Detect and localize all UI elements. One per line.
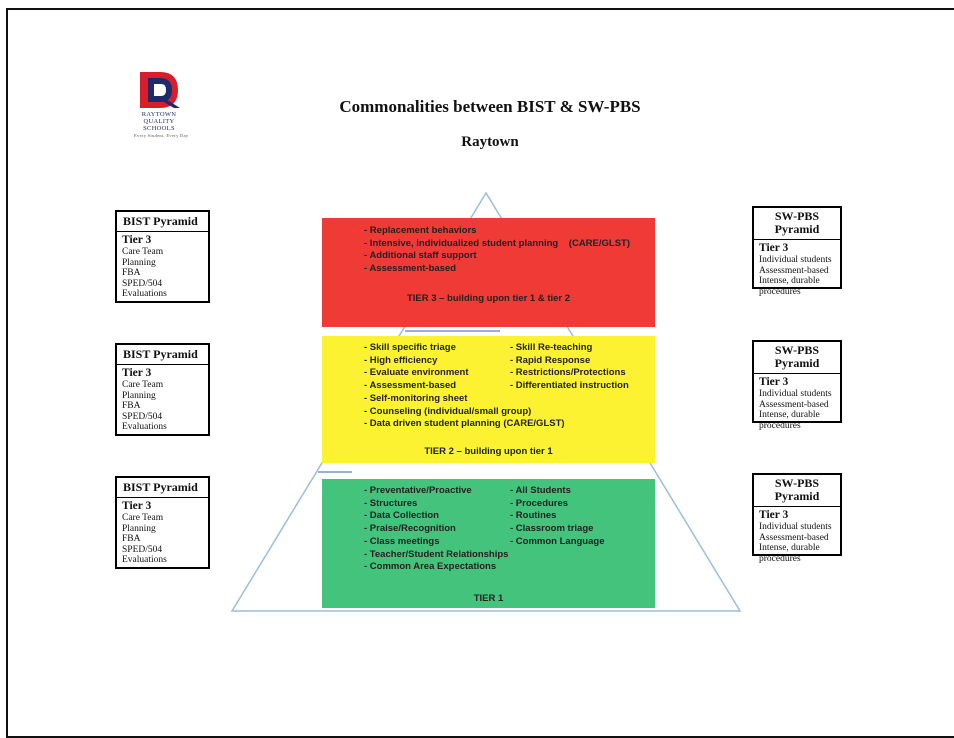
bist-box-line: SPED/504 bbox=[122, 411, 163, 422]
list-item: - Data Collection bbox=[364, 510, 439, 522]
bist-box-tier: Tier 3 bbox=[122, 234, 152, 246]
logo-text: RAYTOWN QUALITY SCHOOLS Every Student, E… bbox=[134, 111, 189, 139]
swpbs-box-line: Intense, durable bbox=[759, 276, 820, 287]
list-item: - Intensive, individualized student plan… bbox=[364, 237, 631, 249]
tier3-list: - Replacement behaviors - Intensive, ind… bbox=[364, 225, 630, 276]
page-subtitle: Raytown bbox=[461, 134, 519, 150]
bist-box-line: Care Team bbox=[122, 247, 164, 257]
list-item: - Common Area Expectations bbox=[364, 561, 497, 573]
bist-box-line: Care Team bbox=[122, 380, 164, 390]
swpbs-box-tier: Tier 3 bbox=[759, 242, 789, 254]
list-item: - Skill specific triage bbox=[364, 342, 456, 353]
tier1-footer: TIER 1 bbox=[473, 593, 504, 604]
swpbs-box-body: Tier 3 Individual students Assessment-ba… bbox=[754, 374, 840, 433]
list-item: - Rapid Response bbox=[510, 354, 591, 366]
list-item: - Preventative/Proactive bbox=[364, 485, 472, 496]
list-item: - Restrictions/Protections bbox=[510, 367, 626, 379]
swpbs-box-line: procedures bbox=[759, 286, 801, 297]
bist-box-line: SPED/504 bbox=[122, 544, 163, 555]
list-item: - Assessment-based bbox=[364, 263, 457, 275]
logo-tagline: Every Student, Every Day bbox=[134, 133, 189, 138]
swpbs-box-title: SW-PBS Pyramid bbox=[754, 475, 840, 507]
logo-line-1: RAYTOWN bbox=[141, 111, 177, 118]
logo-line-3: SCHOOLS bbox=[143, 125, 175, 132]
raytown-logo: RAYTOWN QUALITY SCHOOLS Every Student, E… bbox=[134, 70, 189, 142]
bist-box-body: Tier 3 Care Team Planning FBA SPED/504 E… bbox=[117, 365, 208, 435]
bist-box: BIST Pyramid Tier 3 Care Team Planning F… bbox=[115, 476, 210, 569]
bist-box-body: Tier 3 Care Team Planning FBA SPED/504 E… bbox=[117, 232, 208, 302]
list-item: - Routines bbox=[510, 510, 557, 522]
bist-box-title: BIST Pyramid bbox=[117, 478, 208, 498]
list-item: - Additional staff support bbox=[364, 250, 477, 262]
bist-box-line: Evaluations bbox=[122, 289, 167, 300]
tier2-left-list: - Skill specific triage - High efficienc… bbox=[364, 342, 565, 431]
list-item: - Teacher/Student Relationships bbox=[364, 548, 509, 560]
bist-box-line: Planning bbox=[122, 257, 156, 268]
list-item: - Evaluate environment bbox=[364, 367, 469, 379]
swpbs-box-title: SW-PBS Pyramid bbox=[754, 208, 840, 240]
swpbs-box-tier: Tier 3 bbox=[759, 376, 789, 388]
list-item: - High efficiency bbox=[364, 354, 438, 366]
swpbs-box-line: Individual students bbox=[759, 389, 832, 399]
raytown-logo-mark bbox=[134, 70, 184, 110]
tier1-right-list: - All Students - Procedures - Routines -… bbox=[510, 485, 604, 549]
tier3-block: - Replacement behaviors - Intensive, ind… bbox=[322, 218, 655, 327]
list-item: - Counseling (individual/small group) bbox=[364, 405, 532, 417]
list-item: - Skill Re-teaching bbox=[510, 342, 593, 353]
swpbs-box-line: procedures bbox=[759, 553, 801, 564]
list-item: - Data driven student planning (CARE/GLS… bbox=[364, 418, 565, 430]
bist-box: BIST Pyramid Tier 3 Care Team Planning F… bbox=[115, 210, 210, 303]
bist-box-body: Tier 3 Care Team Planning FBA SPED/504 E… bbox=[117, 498, 208, 568]
swpbs-box: SW-PBS Pyramid Tier 3 Individual student… bbox=[752, 473, 842, 564]
bist-box-line: Evaluations bbox=[122, 422, 167, 433]
swpbs-box-title: SW-PBS Pyramid bbox=[754, 342, 840, 374]
list-item: - Self-monitoring sheet bbox=[364, 392, 468, 404]
list-item: - Procedures bbox=[510, 497, 569, 509]
bist-box-title: BIST Pyramid bbox=[117, 212, 208, 232]
bist-box-line: FBA bbox=[122, 534, 141, 545]
tier2-right-list: - Skill Re-teaching - Rapid Response - R… bbox=[510, 342, 629, 393]
swpbs-box-line: Assessment-based bbox=[759, 399, 829, 410]
list-item: - Common Language bbox=[510, 535, 605, 547]
swpbs-box-line: procedures bbox=[759, 420, 801, 431]
tier1-left-list: - Preventative/Proactive - Structures - … bbox=[364, 485, 508, 574]
tier2-block: - Skill specific triage - High efficienc… bbox=[322, 336, 655, 463]
tier3-footer: TIER 3 – building upon tier 1 & tier 2 bbox=[406, 293, 571, 304]
bist-box-line: Evaluations bbox=[122, 555, 167, 566]
tier2-footer: TIER 2 – building upon tier 1 bbox=[424, 446, 553, 457]
swpbs-box-line: Individual students bbox=[759, 255, 832, 265]
swpbs-box-body: Tier 3 Individual students Assessment-ba… bbox=[754, 240, 840, 299]
list-item: - Differentiated instruction bbox=[510, 380, 629, 392]
tier1-block: - Preventative/Proactive - Structures - … bbox=[322, 479, 655, 608]
list-item: - Classroom triage bbox=[510, 523, 594, 535]
swpbs-box-tier: Tier 3 bbox=[759, 509, 789, 521]
bist-box-line: FBA bbox=[122, 268, 141, 279]
bist-box-title: BIST Pyramid bbox=[117, 345, 208, 365]
bist-box-line: FBA bbox=[122, 401, 141, 412]
list-item: - All Students bbox=[510, 485, 571, 496]
swpbs-box: SW-PBS Pyramid Tier 3 Individual student… bbox=[752, 340, 842, 431]
bist-box-tier: Tier 3 bbox=[122, 500, 152, 512]
page-title: Commonalities between BIST & SW-PBS bbox=[339, 97, 641, 116]
swpbs-box-line: Assessment-based bbox=[759, 265, 829, 276]
list-item: - Praise/Recognition bbox=[364, 523, 456, 535]
swpbs-box-body: Tier 3 Individual students Assessment-ba… bbox=[754, 507, 840, 566]
bist-box-tier: Tier 3 bbox=[122, 367, 152, 379]
list-item: - Assessment-based bbox=[364, 380, 457, 392]
swpbs-box-line: Intense, durable bbox=[759, 410, 820, 421]
list-item: - Replacement behaviors bbox=[364, 225, 477, 236]
bist-box-line: SPED/504 bbox=[122, 278, 163, 289]
swpbs-box-line: Assessment-based bbox=[759, 532, 829, 543]
bist-box-line: Care Team bbox=[122, 513, 164, 523]
bist-box: BIST Pyramid Tier 3 Care Team Planning F… bbox=[115, 343, 210, 436]
bist-box-line: Planning bbox=[122, 523, 156, 534]
bist-box-line: Planning bbox=[122, 390, 156, 401]
swpbs-box-line: Intense, durable bbox=[759, 543, 820, 554]
list-item: - Structures bbox=[364, 497, 418, 509]
list-item: - Class meetings bbox=[364, 535, 440, 547]
logo-line-2: QUALITY bbox=[143, 118, 175, 125]
swpbs-box: SW-PBS Pyramid Tier 3 Individual student… bbox=[752, 206, 842, 297]
swpbs-box-line: Individual students bbox=[759, 522, 832, 532]
